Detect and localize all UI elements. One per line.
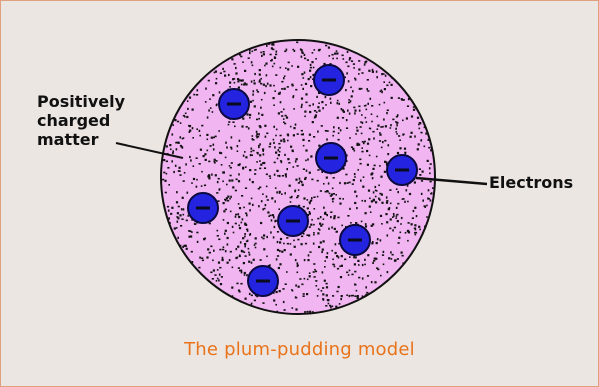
electron-5 <box>188 193 218 223</box>
diagram-caption: The plum-pudding model <box>0 339 599 360</box>
electrons-label: Electrons <box>489 173 573 192</box>
positive-label-line1: Positively <box>37 92 125 111</box>
electron-6 <box>278 206 308 236</box>
positive-matter-label: Positively charged matter <box>37 92 125 149</box>
electron-3 <box>316 143 346 173</box>
minus-sign-icon <box>322 79 336 82</box>
minus-sign-icon <box>324 157 338 160</box>
positive-label-line2: charged <box>37 111 125 130</box>
electron-4 <box>387 155 417 185</box>
electron-7 <box>340 225 370 255</box>
minus-sign-icon <box>286 220 300 223</box>
minus-sign-icon <box>256 280 270 283</box>
minus-sign-icon <box>348 239 362 242</box>
electron-8 <box>248 266 278 296</box>
minus-sign-icon <box>395 169 409 172</box>
positive-label-line3: matter <box>37 130 125 149</box>
minus-sign-icon <box>227 103 241 106</box>
electron-1 <box>314 65 344 95</box>
minus-sign-icon <box>196 207 210 210</box>
electron-2 <box>219 89 249 119</box>
